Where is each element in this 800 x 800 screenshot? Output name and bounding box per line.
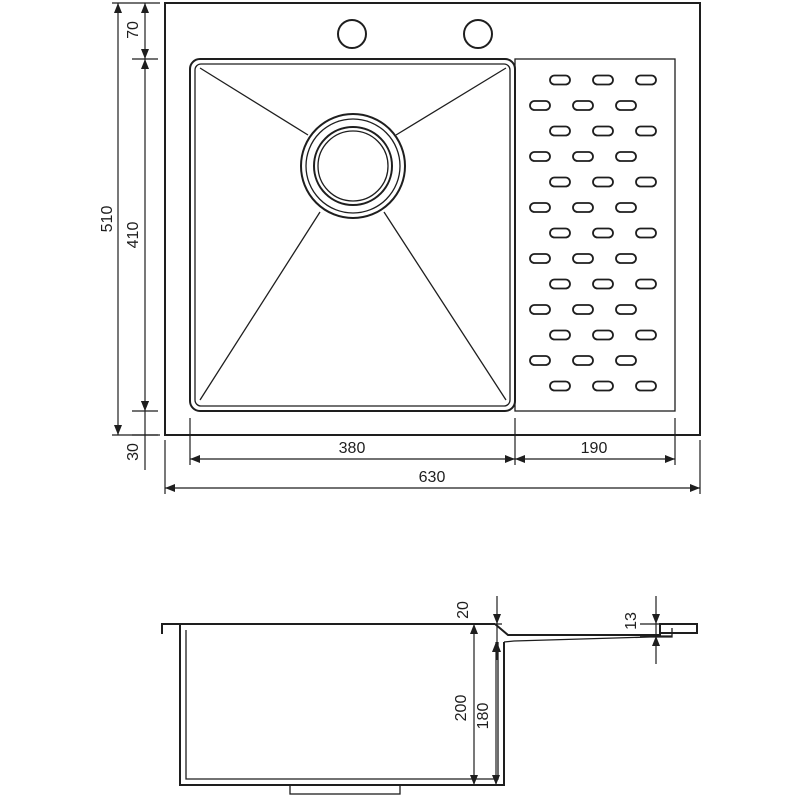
drain-outlet — [300, 113, 406, 219]
dimension-total-depth: 510 — [99, 2, 160, 436]
drainer-slot — [635, 74, 657, 86]
drainer-slot — [615, 253, 637, 264]
drainer-slot — [529, 355, 551, 366]
tap-hole-right — [463, 19, 493, 49]
drainer-slot — [635, 176, 657, 188]
drainer-slot — [615, 151, 637, 162]
dimension-drainer-width: 190 — [515, 440, 675, 463]
total-width-label: 630 — [419, 469, 446, 486]
drainer-slot — [572, 304, 594, 315]
drainer-slot — [592, 74, 614, 86]
top-margin-label: 70 — [125, 21, 142, 39]
drainer-slot — [615, 355, 637, 366]
drainer-slot — [529, 304, 551, 315]
bowl-width-label: 380 — [339, 440, 366, 457]
drainer-slot — [549, 380, 571, 392]
drainer-slot — [615, 304, 637, 315]
drainer-slot — [635, 278, 657, 290]
drainer-slot — [615, 202, 637, 213]
side-view: 20 13 200 180 — [161, 596, 698, 795]
drainer-slot — [592, 125, 614, 137]
drainer-slot — [572, 151, 594, 162]
drainer-width-label: 190 — [581, 440, 608, 457]
bottom-margin-label: 30 — [125, 443, 142, 461]
rim-height-label: 20 — [455, 601, 472, 619]
bowl-inner-profile — [185, 630, 499, 780]
total-depth-label: 510 — [99, 206, 116, 233]
dimension-total-width: 630 — [164, 440, 701, 494]
dimension-bowl-depth: 410 — [125, 59, 158, 412]
bowl-height-total-label: 200 — [453, 695, 470, 722]
bowl-depth-label: 410 — [125, 222, 142, 249]
dimension-drainer-height: 13 — [623, 596, 672, 664]
drainer-slot — [572, 355, 594, 366]
sink-outline — [164, 2, 701, 436]
dimension-top-margin: 70 — [125, 3, 158, 60]
dimension-bowl-height-total: 200 — [453, 624, 478, 785]
drainer-slot — [549, 278, 571, 290]
drainer-slot — [635, 329, 657, 341]
drainer-slot — [615, 100, 637, 111]
drainer-slot — [549, 176, 571, 188]
drainer-slot — [635, 125, 657, 137]
dimension-bowl-width: 380 — [189, 418, 676, 465]
drainer-slot — [549, 125, 571, 137]
drainer-slot — [592, 278, 614, 290]
drainer-underside — [503, 628, 673, 643]
side-top-rim — [161, 623, 495, 634]
bowl-height-inner-label: 180 — [475, 703, 492, 730]
drainer-height-label: 13 — [623, 612, 640, 630]
bowl-slope-lines — [199, 67, 507, 401]
drainer-slot — [592, 380, 614, 392]
drainer-profile — [494, 623, 698, 636]
waste-outlet — [289, 784, 401, 795]
drainer-slot — [529, 253, 551, 264]
dimension-bottom-margin: 30 — [125, 401, 158, 470]
drainer-slot — [592, 329, 614, 341]
drainer-board-outline — [514, 58, 676, 412]
drainer-slot — [635, 227, 657, 239]
bowl-outline — [189, 58, 516, 412]
drainer-slot — [572, 100, 594, 111]
drainer-slots — [529, 74, 657, 392]
drainer-slot — [549, 227, 571, 239]
drainer-slot — [529, 202, 551, 213]
drainer-slot — [549, 329, 571, 341]
drainer-slot — [572, 202, 594, 213]
drainer-slot — [592, 227, 614, 239]
drainer-slot — [592, 176, 614, 188]
bowl-inner-edge — [194, 63, 511, 407]
drainer-slot — [635, 380, 657, 392]
drainer-slot — [529, 151, 551, 162]
tap-hole-left — [337, 19, 367, 49]
top-view: 380 190 630 510 — [99, 2, 701, 494]
dimension-bowl-height-inner: 180 — [475, 642, 500, 785]
drainer-slot — [549, 74, 571, 86]
drainer-slot — [529, 100, 551, 111]
drainer-slot — [572, 253, 594, 264]
